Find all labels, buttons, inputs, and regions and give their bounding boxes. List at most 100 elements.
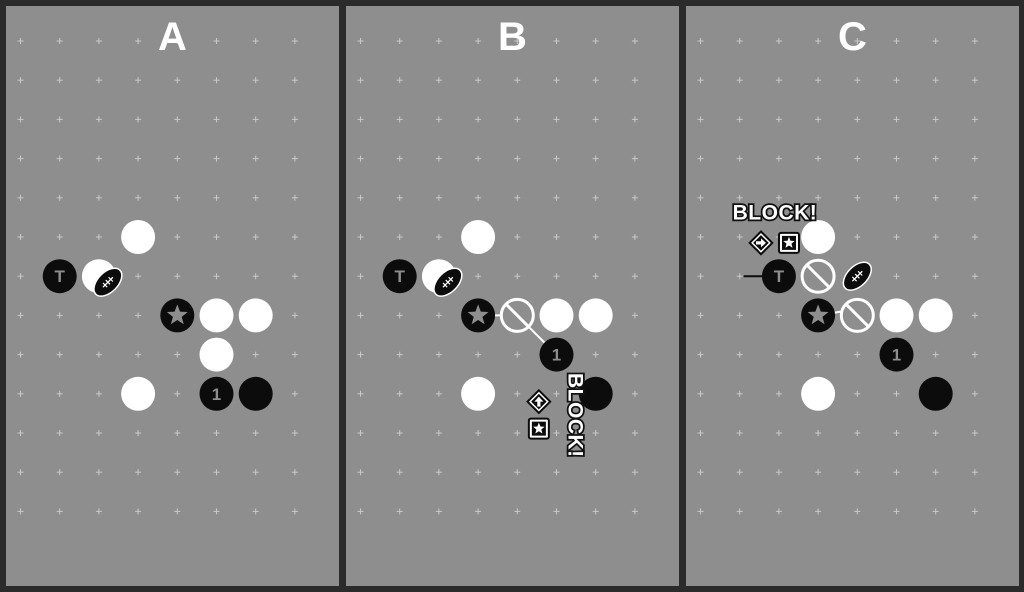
- football-lace: [854, 273, 860, 279]
- grid-mark: [396, 430, 403, 436]
- grid-mark: [697, 351, 704, 358]
- grid-mark: [736, 312, 743, 319]
- grid-mark: [213, 508, 220, 515]
- grid-mark: [357, 234, 364, 240]
- player-disc: [539, 298, 574, 333]
- grid-mark: [475, 430, 482, 436]
- grid-mark: [775, 508, 782, 515]
- grid-mark: [174, 469, 181, 476]
- player-marker-text: 1: [892, 346, 901, 365]
- grid-mark: [56, 430, 63, 436]
- grid-mark: [736, 508, 743, 515]
- grid-mark: [631, 116, 638, 123]
- grid-mark: [475, 351, 482, 358]
- grid-mark: [291, 194, 298, 201]
- panel-a: AT1: [2, 2, 343, 590]
- grid-mark: [971, 273, 978, 280]
- grid-mark: [357, 77, 364, 84]
- grid-mark: [435, 116, 442, 123]
- pieces: T1: [42, 220, 273, 411]
- block-label: BLOCK!: [563, 373, 586, 458]
- grid-mark: [174, 508, 181, 515]
- grid-mark: [736, 351, 743, 358]
- grid-mark: [435, 312, 442, 319]
- grid-mark: [893, 469, 900, 476]
- grid-mark: [631, 273, 638, 280]
- grid-mark: [631, 469, 638, 476]
- grid-mark: [736, 234, 743, 240]
- panel-title: C: [838, 15, 867, 59]
- block-label: BLOCK!: [733, 201, 818, 224]
- grid-mark: [631, 312, 638, 319]
- grid-mark: [17, 234, 24, 240]
- grid-mark: [971, 430, 978, 436]
- grid-mark: [252, 469, 259, 476]
- pieces: T1: [761, 220, 953, 411]
- white-player-piece: [121, 376, 156, 411]
- player-disc: [121, 376, 156, 411]
- grid-mark: [17, 273, 24, 280]
- grid-mark: [357, 469, 364, 476]
- football-lace: [445, 279, 451, 285]
- star-burst-icon: [527, 417, 550, 440]
- white-player-piece: [461, 376, 496, 411]
- grid-mark: [213, 155, 220, 162]
- football-icon: [842, 261, 872, 291]
- grid-mark: [775, 430, 782, 436]
- grid-mark: [213, 116, 220, 123]
- grid-mark: [553, 234, 560, 240]
- grid-mark: [435, 194, 442, 201]
- blocked-slash-icon: [505, 303, 529, 327]
- black-player-piece: [918, 376, 953, 411]
- grid-mark: [854, 508, 861, 515]
- grid-mark: [252, 508, 259, 515]
- panel-field: [4, 4, 341, 588]
- grid-mark: [514, 155, 521, 162]
- grid-mark: [174, 77, 181, 84]
- grid-mark: [971, 312, 978, 319]
- grid-mark: [514, 508, 521, 515]
- grid-mark: [95, 234, 102, 240]
- grid-mark: [396, 234, 403, 240]
- grid-mark: [56, 390, 63, 397]
- grid-mark: [56, 155, 63, 162]
- grid-mark: [697, 38, 704, 44]
- grid-mark: [135, 116, 142, 123]
- blocked-slash-icon: [845, 303, 869, 327]
- grid-mark: [95, 38, 102, 44]
- white-player-piece: [879, 298, 914, 333]
- grid-mark: [815, 155, 822, 162]
- grid-mark: [815, 77, 822, 84]
- white-player-piece: [801, 376, 836, 411]
- pieces: T1: [382, 220, 613, 411]
- star-burst-icon: [777, 231, 800, 254]
- grid-mark: [213, 469, 220, 476]
- grid-mark: [56, 508, 63, 515]
- grid-mark: [56, 351, 63, 358]
- grid-mark: [932, 273, 939, 280]
- grid-mark: [815, 430, 822, 436]
- grid-mark: [56, 116, 63, 123]
- grid-mark: [213, 234, 220, 240]
- grid-mark: [854, 390, 861, 397]
- grid-mark: [291, 312, 298, 319]
- player-disc: [801, 376, 836, 411]
- player-disc: [761, 259, 796, 294]
- grid-mark: [174, 390, 181, 397]
- grid-mark: [252, 77, 259, 84]
- grid-mark: [736, 155, 743, 162]
- grid-mark: [553, 273, 560, 280]
- grid-mark: [592, 234, 599, 240]
- grid-mark: [17, 508, 24, 515]
- grid-mark: [775, 312, 782, 319]
- grid-mark: [435, 469, 442, 476]
- grid-mark: [213, 194, 220, 201]
- grid-mark: [291, 390, 298, 397]
- grid-mark: [17, 312, 24, 319]
- grid-mark: [357, 273, 364, 280]
- grid-mark: [697, 234, 704, 240]
- grid-mark: [252, 194, 259, 201]
- grid-mark: [396, 469, 403, 476]
- grid-mark: [971, 194, 978, 201]
- grid-mark: [592, 194, 599, 201]
